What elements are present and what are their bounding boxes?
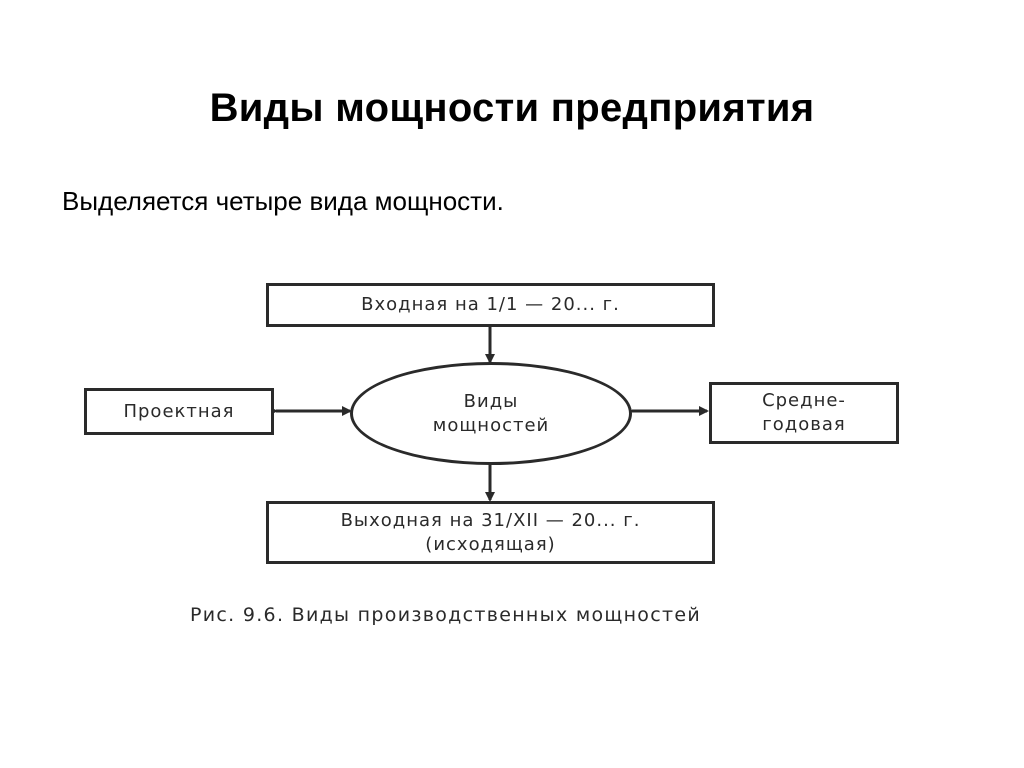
right-box-average-annual: Средне- годовая	[709, 382, 899, 444]
bottom-box-output-capacity: Выходная на 31/XII — 20... г. (исходящая…	[266, 501, 715, 564]
top-box-label: Входная на 1/1 — 20... г.	[361, 294, 620, 315]
slide-subtitle: Выделяется четыре вида мощности.	[62, 186, 504, 216]
center-ellipse: Виды мощностей	[350, 362, 632, 465]
right-box-line-1: Средне-	[762, 390, 846, 411]
top-box-input-capacity: Входная на 1/1 — 20... г.	[266, 283, 715, 327]
left-box-design-capacity: Проектная	[84, 388, 274, 435]
figure-caption: Рис. 9.6. Виды производственных мощносте…	[190, 604, 701, 626]
slide-title: Виды мощности предприятия	[209, 86, 815, 130]
center-line-1: Виды	[463, 390, 519, 412]
center-line-2: мощностей	[432, 414, 550, 436]
bottom-box-line-2: (исходящая)	[425, 533, 556, 555]
bottom-box-line-1: Выходная на 31/XII — 20... г.	[340, 509, 641, 531]
right-box-line-2: годовая	[762, 414, 846, 435]
left-box-label: Проектная	[123, 400, 235, 422]
